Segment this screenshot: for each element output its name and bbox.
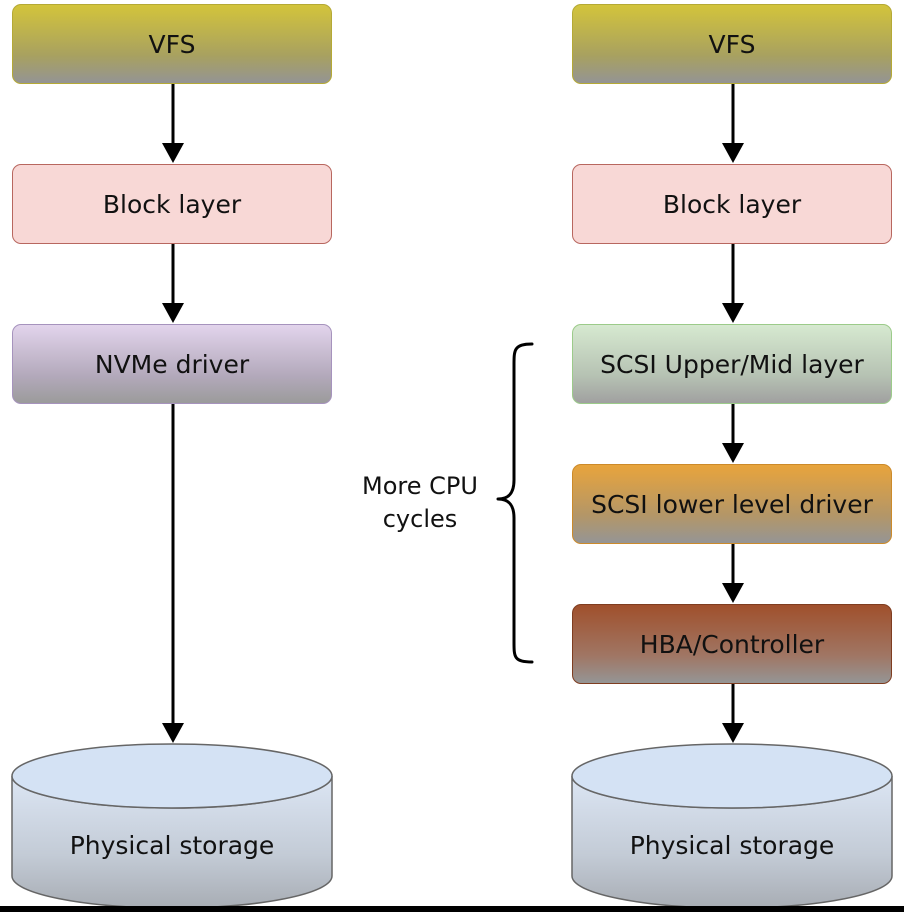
cpu-cycles-annotation: More CPU cycles <box>340 470 500 536</box>
nvme-driver-label: NVMe driver <box>94 349 250 379</box>
left-block-layer-box: Block layer <box>12 164 332 244</box>
scsi-upper-mid-label: SCSI Upper/Mid layer <box>600 349 864 379</box>
right-block-layer-label: Block layer <box>662 189 802 219</box>
annotation-line-2: cycles <box>382 505 458 533</box>
left-storage-label: Physical storage <box>69 831 275 860</box>
scsi-upper-mid-box: SCSI Upper/Mid layer <box>572 324 892 404</box>
scsi-lower-driver-label: SCSI lower level driver <box>591 489 873 519</box>
arrowhead-left-block <box>162 143 184 163</box>
arrowhead-right-scsi-lower <box>722 443 744 463</box>
left-storage-cylinder <box>11 743 333 906</box>
hba-controller-box: HBA/Controller <box>572 604 892 684</box>
arrowhead-left-nvme <box>162 303 184 323</box>
arrowhead-right-block <box>722 143 744 163</box>
right-vfs-label: VFS <box>708 29 756 59</box>
right-vfs-box: VFS <box>572 4 892 84</box>
left-block-layer-label: Block layer <box>102 189 242 219</box>
right-connectors <box>722 83 744 743</box>
right-block-layer-box: Block layer <box>572 164 892 244</box>
arrowhead-left-storage <box>162 723 184 743</box>
left-vfs-label: VFS <box>148 29 196 59</box>
nvme-driver-box: NVMe driver <box>12 324 332 404</box>
scsi-lower-driver-box: SCSI lower level driver <box>572 464 892 544</box>
right-storage-cylinder <box>571 743 893 906</box>
arrowhead-right-storage <box>722 723 744 743</box>
arrowhead-right-scsi-upper <box>722 303 744 323</box>
right-storage-label: Physical storage <box>629 831 835 860</box>
left-vfs-box: VFS <box>12 4 332 84</box>
left-connectors <box>162 83 184 743</box>
annotation-line-1: More CPU <box>362 472 478 500</box>
arrowhead-right-hba <box>722 583 744 603</box>
hba-controller-label: HBA/Controller <box>639 629 825 659</box>
curly-brace <box>496 342 534 664</box>
